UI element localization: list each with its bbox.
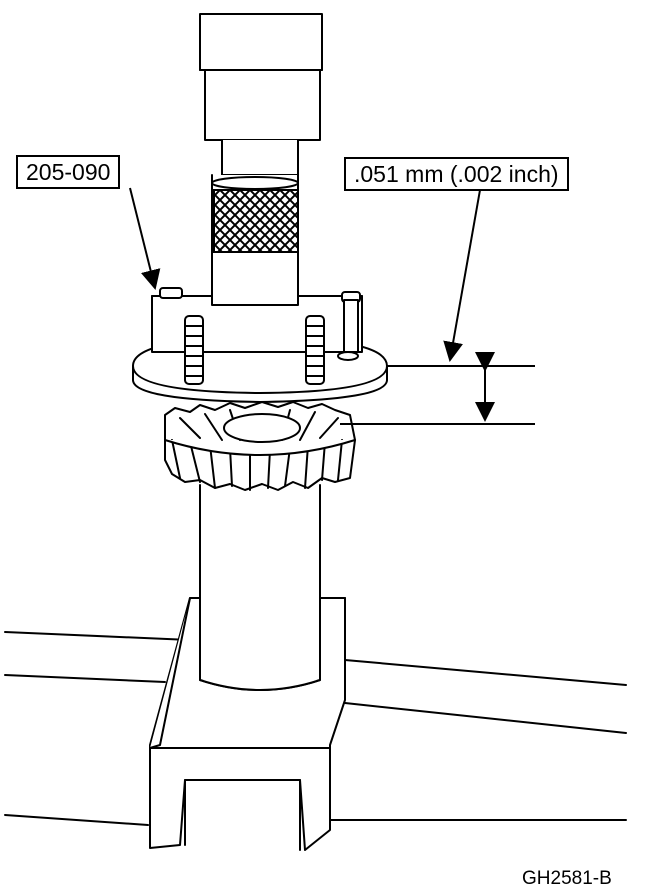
press-ram <box>199 13 323 306</box>
tool-number-callout: 205-090 <box>16 155 121 189</box>
knurled-collar <box>213 189 299 253</box>
clearance-leader-arrow <box>443 189 481 362</box>
clearance-callout: .051 mm (.002 inch) <box>344 157 569 191</box>
figure-code: GH2581-B <box>522 868 612 889</box>
threaded-studs <box>184 315 359 385</box>
lower-spindle <box>199 484 321 691</box>
gear <box>164 401 356 491</box>
bench-surface <box>4 631 627 826</box>
tool-leader-arrow <box>129 187 161 290</box>
